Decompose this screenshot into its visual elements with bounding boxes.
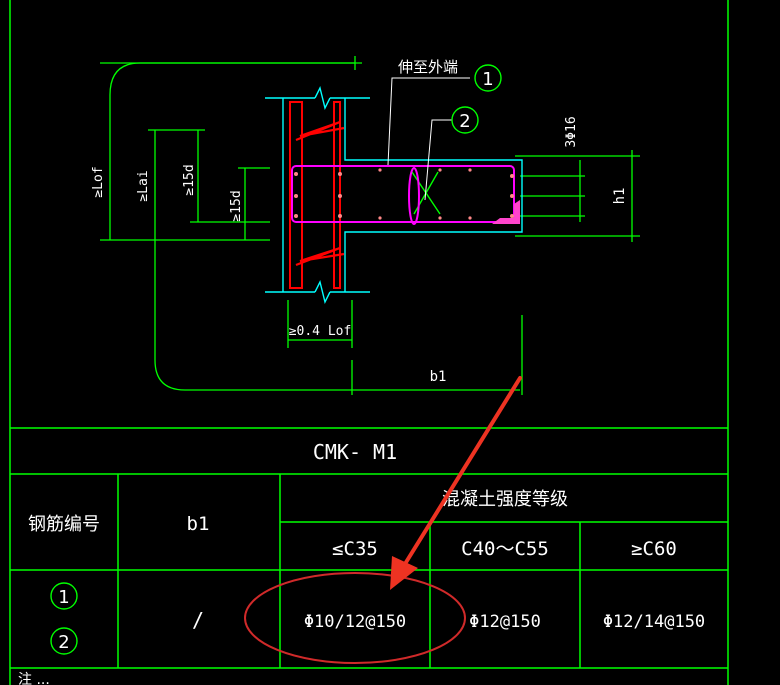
dim-lof: ≥Lof <box>91 166 106 197</box>
annotation-arrow <box>390 376 522 590</box>
dim-lai: ≥Lai <box>136 170 151 201</box>
footer-note: 注 ... <box>18 672 50 685</box>
header-rebar-no: 钢筋编号 <box>28 514 100 535</box>
dimension-lines <box>100 56 640 395</box>
dim-15d-a: ≥15d <box>182 164 197 195</box>
dim-15d-b: ≥15d <box>229 190 244 221</box>
header-concrete-grade: 混凝土强度等级 <box>442 489 568 510</box>
drawing-frame <box>9 0 729 685</box>
subheader-c35: ≤C35 <box>332 538 378 560</box>
subheader-c40-c55: C40～C55 <box>461 538 549 560</box>
callout-circle-1 <box>474 64 502 92</box>
cell-c35-value: Φ10/12@150 <box>304 612 406 632</box>
callout-circle-2 <box>451 106 479 134</box>
subheader-c60: ≥C60 <box>631 538 677 560</box>
cell-c60-value: Φ12/14@150 <box>603 612 705 632</box>
leader-lines <box>387 77 470 201</box>
rebar-group <box>289 101 520 289</box>
callout-1-label: 1 <box>482 69 493 90</box>
dim-04-lof: ≥0.4 Lof <box>289 324 352 339</box>
callout-2-label: 2 <box>459 111 470 132</box>
dim-h1: h1 <box>612 188 628 205</box>
row-callout-2-label: 2 <box>58 632 69 653</box>
label-extend-to-end: 伸至外端 <box>398 58 458 76</box>
header-b1: b1 <box>187 513 210 535</box>
highlight-ellipse <box>244 572 466 664</box>
cell-c40-c55-value: Φ12@150 <box>469 612 541 632</box>
row-callout-1-label: 1 <box>58 587 69 608</box>
dim-top-bar: 3Φ16 <box>564 116 579 147</box>
row-callout-circle-1 <box>50 582 78 610</box>
cell-b1-value: / <box>192 608 204 632</box>
dim-b1: b1 <box>430 369 447 385</box>
concrete-outline <box>265 85 523 305</box>
table-title: CMK- M1 <box>313 440 397 464</box>
row-callout-circle-2 <box>50 627 78 655</box>
